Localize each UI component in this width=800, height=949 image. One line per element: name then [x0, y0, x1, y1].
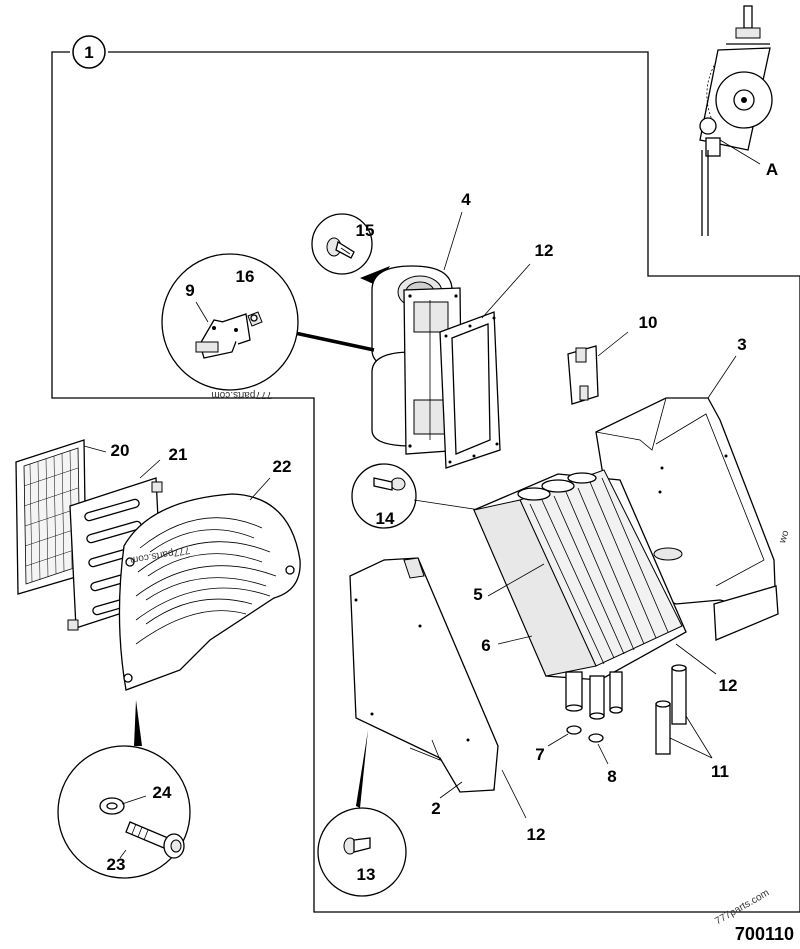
- svg-text:14: 14: [376, 509, 395, 528]
- detail-circle-bolt-23: 24 23: [57, 700, 191, 879]
- part-number: 700110: [735, 924, 794, 944]
- svg-text:10: 10: [639, 313, 658, 332]
- detail-circle-screw-13: 13: [317, 730, 407, 897]
- svg-text:24: 24: [153, 783, 172, 802]
- heater-matrix: 5 6 12: [473, 469, 738, 720]
- svg-text:12: 12: [527, 825, 546, 844]
- gasket-upper: 12: [439, 241, 554, 469]
- blower-motor-assembly: [294, 265, 463, 455]
- svg-text:12: 12: [719, 676, 738, 695]
- svg-text:2: 2: [431, 799, 440, 818]
- svg-text:7: 7: [535, 745, 544, 764]
- watermark-1: 777parts.com: [211, 389, 272, 400]
- louvred-cover: 22: [118, 457, 301, 691]
- group-marker: 1: [72, 35, 106, 69]
- callout-4: 4: [461, 190, 471, 209]
- detail-a-control-cable: A: [699, 5, 778, 236]
- detail-circle-screw-14: 14: [351, 463, 481, 529]
- hoses: 11: [655, 664, 729, 781]
- resistor-10: 10: [567, 313, 658, 405]
- svg-text:22: 22: [273, 457, 292, 476]
- svg-text:5: 5: [473, 585, 482, 604]
- watermark-3: 777parts.com: [713, 887, 771, 927]
- o-rings: 7 8: [535, 725, 617, 786]
- svg-text:6: 6: [481, 636, 490, 655]
- svg-text:1: 1: [84, 43, 93, 62]
- svg-text:20: 20: [111, 441, 130, 460]
- svg-text:12: 12: [535, 241, 554, 260]
- svg-text:13: 13: [357, 865, 376, 884]
- svg-text:8: 8: [607, 767, 616, 786]
- svg-text:15: 15: [356, 221, 375, 240]
- detail-circle-resistor-9: 9 16: [161, 253, 299, 391]
- svg-text:A: A: [766, 160, 778, 179]
- side-panel: 2 12: [349, 557, 546, 844]
- svg-text:23: 23: [107, 855, 126, 874]
- watermark-4: wo: [777, 529, 792, 546]
- svg-text:16: 16: [236, 267, 255, 286]
- filter-element: 20: [15, 439, 130, 595]
- svg-text:9: 9: [185, 281, 194, 300]
- group-boundary-outline: [51, 51, 800, 913]
- svg-text:21: 21: [169, 445, 188, 464]
- svg-text:11: 11: [711, 762, 729, 781]
- svg-text:3: 3: [737, 335, 746, 354]
